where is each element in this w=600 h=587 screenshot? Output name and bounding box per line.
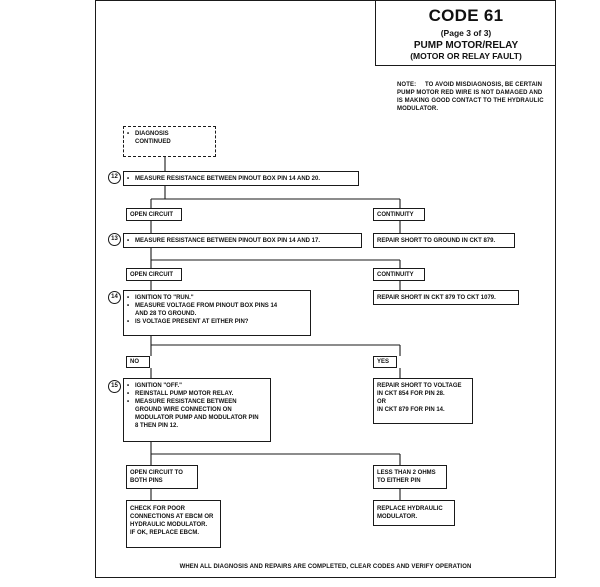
r4-line-4: IF OK, REPLACE EBCM. — [130, 530, 200, 536]
result-repair-short-879-1079: REPAIR SHORT IN CKT 879 TO CKT 1079. — [373, 290, 519, 305]
step-12-marker: 12 — [108, 171, 121, 184]
step-15-box: • IGNITION "OFF." • REINSTALL PUMP MOTOR R… — [123, 378, 271, 442]
branch3-yes: YES — [373, 356, 397, 368]
bullet: • — [127, 295, 130, 301]
step-12-text: MEASURE RESISTANCE BETWEEN PINOUT BOX PI… — [135, 175, 321, 182]
r5-line-2: MODULATOR. — [377, 514, 418, 520]
step-14-item-2: MEASURE VOLTAGE FROM PINOUT BOX PINS 14 … — [135, 303, 278, 317]
branch4-open-circuit-both: OPEN CIRCUIT TO BOTH PINS — [126, 465, 198, 489]
result-check-connections: CHECK FOR POOR CONNECTIONS AT EBCM OR HY… — [126, 500, 221, 548]
bullet: • — [127, 175, 130, 182]
bullet: • — [127, 319, 130, 325]
note-label: NOTE: — [397, 82, 417, 88]
step-14-item-1: IGNITION TO "RUN." — [135, 295, 194, 301]
r5-line-1: REPLACE HYDRAULIC — [377, 506, 443, 512]
step-15-marker: 15 — [108, 380, 121, 393]
diagram-title: PUMP MOTOR/RELAY — [413, 40, 519, 51]
r4-line-2: CONNECTIONS AT EBCM OR — [130, 514, 214, 520]
b4-right-line-2: TO EITHER PIN — [377, 478, 421, 484]
branch2-continuity: CONTINUITY — [373, 268, 425, 281]
bullet: • — [127, 391, 130, 397]
b4-left-line-2: BOTH PINS — [130, 478, 163, 484]
bullet: • — [127, 383, 130, 389]
code-number: CODE 61 — [428, 6, 504, 25]
r3-line-2: IN CKT 854 FOR PIN 28. — [377, 391, 445, 397]
bullet: • — [127, 303, 130, 309]
step-12-box: • MEASURE RESISTANCE BETWEEN PINOUT BOX P… — [123, 171, 359, 186]
start-line-2: CONTINUED — [135, 139, 171, 145]
r4-line-3: HYDRAULIC MODULATOR. — [130, 522, 208, 528]
diagnosis-continued-box: • DIAGNOSIS CONTINUED — [123, 126, 216, 157]
note-body: TO AVOID MISDIAGNOSIS, BE CERTAIN PUMP M… — [397, 82, 544, 112]
step-13-text: MEASURE RESISTANCE BETWEEN PINOUT BOX PI… — [135, 237, 321, 244]
step-15-item-1: IGNITION "OFF." — [135, 383, 183, 389]
b4-right-line-1: LESS THAN 2 OHMS — [377, 470, 436, 476]
note-text: NOTE: TO AVOID MISDIAGNOSIS, BE CERTAIN … — [397, 81, 547, 113]
step-13-marker: 13 — [108, 233, 121, 246]
step-14-marker: 14 — [108, 291, 121, 304]
branch1-continuity: CONTINUITY — [373, 208, 425, 221]
branch3-no: NO — [126, 356, 150, 368]
r3-line-1: REPAIR SHORT TO VOLTAGE — [377, 383, 462, 389]
diagram-frame — [95, 0, 556, 578]
r4-line-1: CHECK FOR POOR — [130, 506, 186, 512]
r3-line-3: OR — [377, 399, 386, 405]
branch2-open-circuit: OPEN CIRCUIT — [126, 268, 182, 281]
result-repair-short-voltage: REPAIR SHORT TO VOLTAGE IN CKT 854 FOR P… — [373, 378, 473, 424]
step-13-box: • MEASURE RESISTANCE BETWEEN PINOUT BOX P… — [123, 233, 362, 248]
r3-line-4: IN CKT 879 FOR PIN 14. — [377, 407, 445, 413]
result-replace-modulator: REPLACE HYDRAULIC MODULATOR. — [373, 500, 455, 526]
branch4-less-than-2-ohms: LESS THAN 2 OHMS TO EITHER PIN — [373, 465, 447, 489]
title-block: CODE 61 (Page 3 of 3) PUMP MOTOR/RELAY (… — [375, 0, 556, 66]
bullet: • — [127, 399, 130, 405]
step-15-item-2: REINSTALL PUMP MOTOR RELAY. — [135, 391, 234, 397]
diagram-subtitle: (MOTOR OR RELAY FAULT) — [410, 51, 522, 61]
step-15-item-3: MEASURE RESISTANCE BETWEEN GROUND WIRE C… — [135, 399, 259, 429]
step-14-box: • IGNITION TO "RUN." • MEASURE VOLTAGE FRO… — [123, 290, 311, 336]
bullet: • — [127, 131, 130, 137]
page-indicator: (Page 3 of 3) — [440, 28, 492, 38]
step-14-item-3: IS VOLTAGE PRESENT AT EITHER PIN? — [135, 319, 249, 325]
bullet: • — [127, 237, 130, 244]
start-line-1: DIAGNOSIS — [135, 131, 169, 137]
footer-instruction: WHEN ALL DIAGNOSIS AND REPAIRS ARE COMPL… — [179, 564, 472, 570]
result-repair-short-ground: REPAIR SHORT TO GROUND IN CKT 879. — [373, 233, 515, 248]
b4-left-line-1: OPEN CIRCUIT TO — [130, 470, 183, 476]
branch1-open-circuit: OPEN CIRCUIT — [126, 208, 182, 221]
